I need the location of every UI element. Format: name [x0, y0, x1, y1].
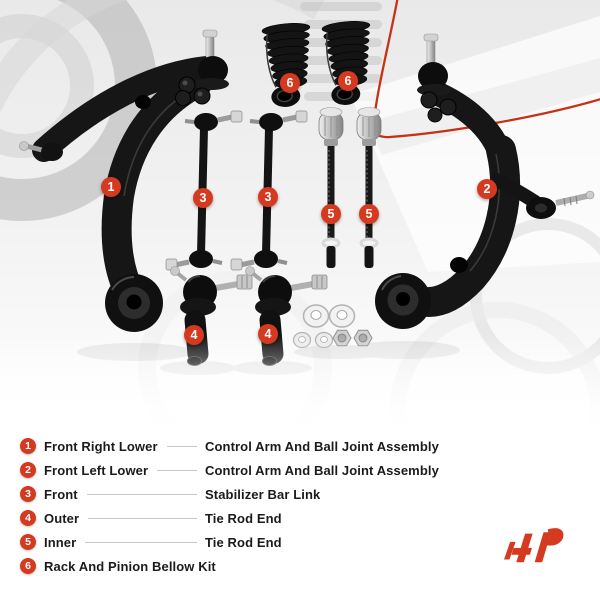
leader-line: [157, 469, 197, 471]
legend-number-badge: 4: [20, 510, 36, 526]
inner-tie-rod-right-illustration: [356, 107, 382, 268]
legend-number-badge: 2: [20, 462, 36, 478]
legend-position-label: Front: [44, 486, 78, 502]
ball-joint-stud: [426, 39, 436, 65]
legend-row-3: 3 Front Stabilizer Bar Link: [0, 482, 600, 506]
legend-row-1: 1 Front Right Lower Control Arm And Ball…: [0, 434, 600, 458]
red-swoosh-line: [372, 0, 600, 139]
leader-line: [86, 493, 197, 495]
legend-row-6: 6 Rack And Pinion Bellow Kit: [0, 554, 600, 578]
a-premium-logo: [504, 528, 564, 563]
legend-position-label: Inner: [44, 534, 77, 550]
legend-position-label: Front Left Lower: [44, 462, 149, 478]
legend-row-2: 2 Front Left Lower Control Arm And Ball …: [0, 458, 600, 482]
legend-number-badge: 5: [20, 534, 36, 550]
legend-part-name: Control Arm And Ball Joint Assembly: [205, 438, 439, 454]
parts-legend: 1 Front Right Lower Control Arm And Ball…: [0, 434, 600, 578]
legend-row-4: 4 Outer Tie Rod End: [0, 506, 600, 530]
legend-position-label: Front Right Lower: [44, 438, 158, 454]
bellow-kit-right-illustration: [321, 21, 371, 105]
bellow-kit-left-illustration: [261, 23, 311, 107]
inner-tie-rod-left-illustration: [318, 107, 344, 268]
photo-bottom-fade: [0, 334, 600, 433]
legend-part-name: Tie Rod End: [205, 534, 282, 550]
legend-position-label: Outer: [44, 510, 80, 526]
legend-number-badge: 6: [20, 558, 36, 574]
legend-part-name: Stabilizer Bar Link: [205, 486, 321, 502]
legend-part-name: Tie Rod End: [205, 510, 282, 526]
legend-row-5: 5 Inner Tie Rod End: [0, 530, 600, 554]
legend-part-name: Control Arm And Ball Joint Assembly: [205, 462, 439, 478]
leader-line: [166, 445, 197, 447]
legend-number-badge: 3: [20, 486, 36, 502]
legend-number-badge: 1: [20, 438, 36, 454]
legend-position-label: Rack And Pinion Bellow Kit: [44, 558, 216, 574]
leader-line: [88, 517, 197, 519]
leader-line: [85, 541, 197, 543]
control-arm-right-illustration: [375, 33, 595, 329]
ball-joint-stud: [205, 35, 215, 59]
